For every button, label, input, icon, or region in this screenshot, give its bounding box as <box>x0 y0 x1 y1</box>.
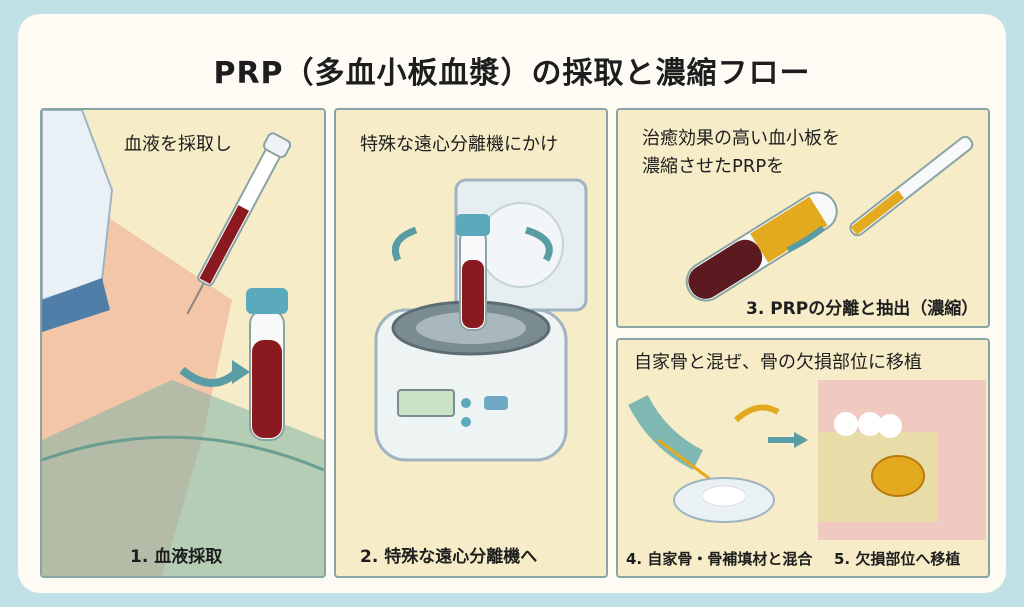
bone-graft-icon <box>871 455 925 497</box>
rotate-left-icon <box>391 226 418 262</box>
separated-tube-icon <box>685 191 838 302</box>
blood-draw-illustration <box>42 110 324 576</box>
step-5-label: 5. 欠損部位へ移植 <box>834 550 961 568</box>
step-3-caption-line-1: 治癒効果の高い血小板を <box>642 128 840 149</box>
display-screen <box>397 389 455 417</box>
step-1-panel: 血液を採取し 1. 血液採取 <box>40 108 326 578</box>
gloved-hand-icon <box>628 394 704 470</box>
rotate-right-icon <box>524 226 553 262</box>
page-title: PRP（多血小板血漿）の採取と濃縮フロー <box>213 56 811 91</box>
step-2-panel: 特殊な遠心分離機にかけ 2. 特殊な遠心分離機へ <box>334 108 608 578</box>
step-4-caption: 自家骨と混ぜ、骨の欠損部位に移植 <box>634 352 922 373</box>
pipette-icon <box>849 135 974 237</box>
step-2-caption: 特殊な遠心分離機にかけ <box>360 134 558 155</box>
step-2-label: 2. 特殊な遠心分離機へ <box>360 547 538 567</box>
step-4-label: 4. 自家骨・骨補填材と混合 <box>626 550 813 568</box>
prp-extraction-illustration <box>685 135 974 302</box>
graft-illustration <box>628 380 986 540</box>
blood-tube-icon <box>456 214 490 331</box>
step-1-caption: 血液を採取し <box>124 134 232 155</box>
step-4-5-panel: 自家骨と混ぜ、骨の欠損部位に移植 4. 自家骨・骨補填材と混合 5. 欠損部位へ… <box>616 338 990 578</box>
centrifuge-illustration <box>374 178 588 462</box>
step-3-label: 3. PRPの分離と抽出（濃縮） <box>746 299 979 319</box>
blood-tube-icon <box>246 288 288 441</box>
step-3-panel: 治癒効果の高い血小板を 濃縮させたPRPを 3. PRPの分離と抽出（濃縮） <box>616 108 990 328</box>
arrow-icon <box>794 432 808 448</box>
step-3-caption-line-2: 濃縮させたPRPを <box>642 156 785 177</box>
syringe-icon <box>186 132 292 315</box>
step-1-label: 1. 血液採取 <box>130 547 223 567</box>
